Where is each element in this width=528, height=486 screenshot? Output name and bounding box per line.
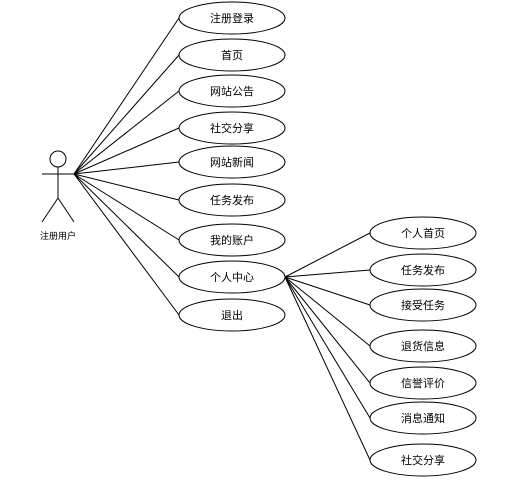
association-personal-center-accept-task xyxy=(284,276,371,306)
use-case-site-announcement-ellipse xyxy=(178,74,286,108)
use-case-site-news: 网站新闻 xyxy=(178,145,286,179)
sub-use-case-message-notice-ellipse xyxy=(369,401,477,435)
association-personal-center-return-info xyxy=(284,276,371,347)
use-case-logout-label: 退出 xyxy=(221,308,243,322)
use-case-task-publish-label: 任务发布 xyxy=(210,193,254,207)
use-case-register-login-label: 注册登录 xyxy=(210,11,254,25)
use-case-logout-ellipse xyxy=(178,298,286,332)
use-case-site-announcement: 网站公告 xyxy=(178,74,286,108)
association-actor-my-account xyxy=(73,173,180,241)
actor-left-leg xyxy=(41,197,59,223)
sub-use-case-message-notice-label: 消息通知 xyxy=(401,411,445,425)
sub-use-case-task-publish-label: 任务发布 xyxy=(401,263,445,277)
association-personal-center-personal-home xyxy=(284,232,371,278)
actor-registered-user: 注册用户 xyxy=(40,150,76,242)
use-case-task-publish: 任务发布 xyxy=(178,183,286,217)
association-actor-site-announcement xyxy=(73,90,180,175)
association-actor-home xyxy=(73,54,180,175)
use-case-site-news-label: 网站新闻 xyxy=(210,155,254,169)
use-case-register-login: 注册登录 xyxy=(178,1,286,35)
use-case-personal-center-ellipse xyxy=(178,260,286,294)
sub-use-case-social-share-ellipse xyxy=(369,443,477,477)
use-case-register-login-ellipse xyxy=(178,1,286,35)
use-case-my-account-ellipse xyxy=(178,223,286,257)
association-actor-personal-center xyxy=(73,173,180,278)
actor-label: 注册用户 xyxy=(40,230,76,242)
sub-use-case-accept-task-ellipse xyxy=(369,288,477,322)
association-personal-center-message-notice xyxy=(284,276,371,419)
sub-use-case-social-share-label: 社交分享 xyxy=(401,453,445,467)
association-lines xyxy=(73,17,371,461)
use-case-logout: 退出 xyxy=(178,298,286,332)
use-case-social-share-label: 社交分享 xyxy=(210,121,254,135)
association-personal-center-task-publish xyxy=(284,269,371,278)
use-case-personal-center: 个人中心 xyxy=(178,260,286,294)
association-actor-logout xyxy=(73,173,180,316)
sub-use-case-task-publish: 任务发布 xyxy=(369,253,477,287)
use-case-social-share-ellipse xyxy=(178,111,286,145)
association-actor-site-news xyxy=(73,161,180,175)
use-case-site-news-ellipse xyxy=(178,145,286,179)
association-actor-register-login xyxy=(73,17,180,175)
sub-use-case-accept-task-label: 接受任务 xyxy=(401,299,445,312)
sub-use-case-credit-rating-ellipse xyxy=(369,366,477,400)
sub-use-case-credit-rating: 信誉评价 xyxy=(369,366,477,400)
use-case-home-label: 首页 xyxy=(221,48,243,62)
sub-use-case-social-share: 社交分享 xyxy=(369,443,477,477)
actor-right-leg xyxy=(57,197,75,223)
use-case-my-account-label: 我的账户 xyxy=(210,233,254,247)
use-case-task-publish-ellipse xyxy=(178,183,286,217)
sub-use-case-task-publish-ellipse xyxy=(369,253,477,287)
association-personal-center-social-share xyxy=(284,276,371,461)
use-case-personal-center-label: 个人中心 xyxy=(210,271,254,284)
use-case-site-announcement-label: 网站公告 xyxy=(210,84,254,98)
association-actor-task-publish xyxy=(73,173,180,201)
sub-use-case-personal-home-label: 个人首页 xyxy=(401,226,445,240)
sub-use-case-accept-task: 接受任务 xyxy=(369,288,477,322)
sub-use-case-return-info: 退货信息 xyxy=(369,329,477,363)
sub-use-case-credit-rating-label: 信誉评价 xyxy=(401,376,445,390)
use-case-home: 首页 xyxy=(178,38,286,72)
sub-use-case-return-info-label: 退货信息 xyxy=(401,339,445,353)
sub-use-case-message-notice: 消息通知 xyxy=(369,401,477,435)
use-case-my-account: 我的账户 xyxy=(178,223,286,257)
sub-use-case-return-info-ellipse xyxy=(369,329,477,363)
association-personal-center-credit-rating xyxy=(284,276,371,384)
actor-head xyxy=(49,150,67,168)
use-case-home-ellipse xyxy=(178,38,286,72)
sub-use-case-personal-home: 个人首页 xyxy=(369,216,477,250)
sub-use-case-personal-home-ellipse xyxy=(369,216,477,250)
use-case-social-share: 社交分享 xyxy=(178,111,286,145)
association-actor-social-share xyxy=(73,127,180,175)
